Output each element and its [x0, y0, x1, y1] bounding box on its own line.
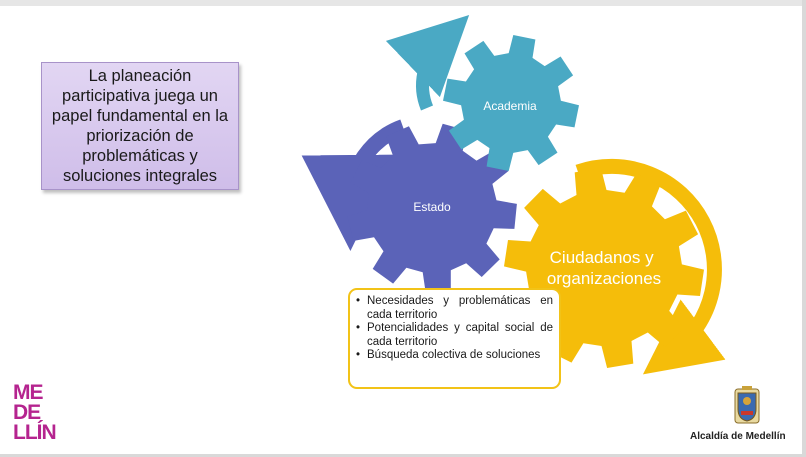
- medellin-logo: ME DE LLÍN: [13, 381, 69, 445]
- ciudadanos-cycle-arrow: [575, 158, 726, 375]
- logo-line: LLÍN: [13, 421, 57, 444]
- bullet-list-box[interactable]: Necesidades y problemáticas en cada terr…: [348, 288, 561, 389]
- academia-cycle-arrow: [385, 14, 470, 111]
- frame-bottom: [0, 454, 806, 457]
- frame-right: [802, 0, 806, 457]
- intro-text: La planeación participativa juega un pap…: [51, 67, 229, 185]
- intro-textbox[interactable]: La planeación participativa juega un pap…: [41, 62, 239, 190]
- estado-gear: [347, 123, 517, 293]
- frame-top: [0, 0, 806, 6]
- bullet-item: Potencialidades y capital social de cada…: [356, 322, 553, 349]
- logo-line: ME: [13, 381, 44, 404]
- bullet-item: Necesidades y problemáticas en cada terr…: [356, 295, 553, 322]
- coat-of-arms-icon: [734, 386, 760, 424]
- academia-gear: [443, 35, 579, 171]
- bullet-item: Búsqueda colectiva de soluciones: [356, 349, 553, 363]
- ciudadanos-label: Ciudadanos y organizaciones: [547, 248, 661, 288]
- alcaldia-caption: Alcaldía de Medellín: [690, 431, 786, 442]
- estado-cycle-arrow: [301, 119, 406, 251]
- academia-label: Academia: [483, 99, 537, 113]
- logo-line: DE: [13, 401, 41, 424]
- estado-label: Estado: [413, 200, 451, 214]
